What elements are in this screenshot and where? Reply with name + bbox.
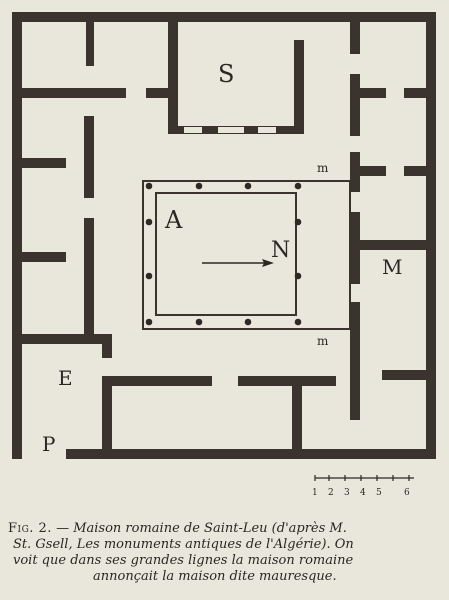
scale-number: 6	[404, 488, 410, 498]
column	[244, 318, 252, 326]
wall	[404, 88, 426, 98]
court-peristyle-inner	[155, 192, 297, 316]
wall	[360, 166, 386, 176]
court-peristyle-outer	[142, 180, 351, 330]
room-label-e: E	[58, 366, 73, 390]
room-label-a: A	[164, 206, 183, 234]
scale-bar: 1 2 3 4 5 6	[312, 475, 414, 498]
wall	[102, 376, 112, 449]
column	[294, 318, 302, 326]
column	[145, 218, 153, 226]
outer-wall-bottom	[66, 449, 436, 459]
wall	[360, 240, 426, 250]
column	[294, 272, 302, 280]
wall	[102, 334, 112, 358]
scale-number: 4	[360, 488, 366, 498]
wall	[350, 22, 360, 54]
wall-opening	[258, 127, 276, 133]
wall	[350, 212, 360, 284]
wall	[84, 116, 94, 198]
column	[145, 182, 153, 190]
wall	[102, 376, 212, 386]
scale-number: 3	[344, 488, 350, 498]
column	[195, 318, 203, 326]
wall	[294, 40, 304, 134]
caption-text: — Maison romaine de Saint-Leu (d'après M…	[51, 521, 347, 536]
wall	[22, 88, 126, 98]
room-label-m: M	[382, 255, 402, 279]
figure-caption: Fig. 2. — Maison romaine de Saint-Leu (d…	[8, 521, 438, 585]
figure-label: Fig. 2.	[8, 521, 52, 536]
caption-line-3: voit que dans ses grandes lignes la mais…	[13, 553, 354, 568]
scale-number: 5	[376, 488, 382, 498]
wall	[86, 22, 94, 66]
wall	[350, 302, 360, 420]
wall	[22, 252, 66, 262]
room-label-p: P	[42, 432, 55, 456]
room-label-n: N	[271, 238, 290, 263]
column	[195, 182, 203, 190]
wall	[382, 370, 426, 380]
column	[145, 318, 153, 326]
scale-number: 2	[328, 488, 334, 498]
outer-wall-top	[12, 12, 436, 22]
caption-line-4: annonçait la maison dite mauresque.	[93, 569, 337, 584]
scale-number: 1	[312, 488, 318, 498]
wall	[350, 74, 360, 136]
caption-line-1: Fig. 2. — Maison romaine de Saint-Leu (d…	[8, 521, 438, 537]
wall	[292, 386, 302, 449]
wall-opening	[184, 127, 202, 133]
wall	[350, 152, 360, 192]
wall	[238, 376, 336, 386]
column	[294, 182, 302, 190]
wall	[84, 218, 94, 342]
column	[294, 218, 302, 226]
column	[244, 182, 252, 190]
arrow-head	[262, 259, 274, 267]
wall	[22, 158, 66, 168]
column	[145, 272, 153, 280]
caption-line-2: St. Gsell, Les monuments antiques de l'A…	[13, 537, 354, 552]
wall	[146, 88, 174, 98]
outer-wall-left	[12, 12, 22, 459]
marker-m-bottom: m	[317, 334, 329, 348]
wall-opening	[218, 127, 244, 133]
wall	[404, 166, 426, 176]
outer-wall-right	[426, 12, 436, 459]
wall	[22, 334, 112, 344]
room-label-s: S	[218, 60, 234, 88]
wall	[168, 22, 178, 134]
wall	[360, 88, 386, 98]
marker-m-top: m	[317, 161, 329, 175]
